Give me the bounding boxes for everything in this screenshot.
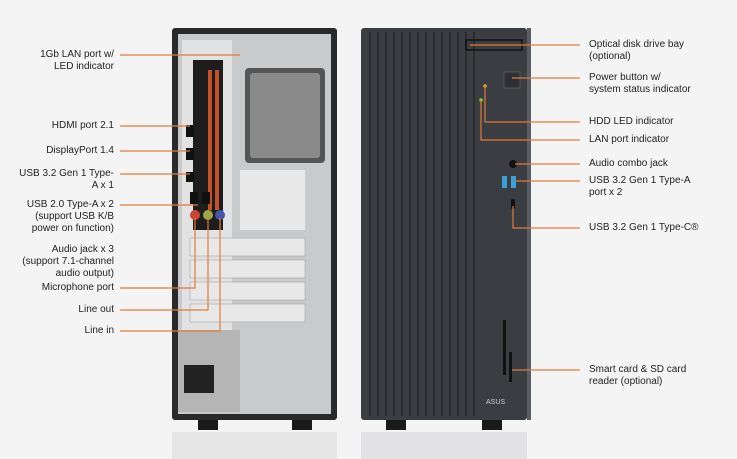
label-microphone: Microphone port [42, 282, 114, 294]
front-panel [361, 28, 531, 420]
label-audio-combo: Audio combo jack [589, 158, 668, 170]
label-line: USB 3.2 Gen 1 Type- [19, 168, 114, 179]
label-line: A x 1 [91, 180, 114, 191]
label-line-in: Line in [85, 325, 114, 337]
label-line: audio output) [55, 268, 114, 279]
label-line: (optional) [589, 51, 631, 62]
label-displayport: DisplayPort 1.4 [46, 145, 114, 157]
label-power-button: Power button w/system status indicator [589, 72, 691, 96]
label-lan-indicator: LAN port indicator [589, 134, 669, 146]
label-line: DisplayPort 1.4 [46, 145, 114, 156]
back-panel [172, 28, 337, 420]
label-line: Audio combo jack [589, 158, 668, 169]
label-line: Optical disk drive bay [589, 39, 685, 50]
label-line: Microphone port [41, 282, 114, 293]
label-line: Smart card & SD card [589, 364, 687, 375]
feet [198, 418, 502, 430]
label-line-out: Line out [78, 304, 114, 316]
label-usb32-rear: USB 3.2 Gen 1 Type-A x 1 [19, 168, 114, 192]
front-reflection [361, 432, 527, 459]
label-line: USB 3.2 Gen 1 Type-C® [589, 222, 699, 233]
label-lan-port: 1Gb LAN port w/LED indicator [40, 49, 114, 73]
label-line: Line out [78, 304, 114, 315]
callout-lines [120, 44, 580, 371]
front-logo: ASUS [486, 399, 505, 406]
label-line: Line in [84, 325, 114, 336]
label-line: power on function) [31, 223, 114, 234]
label-line: port x 2 [589, 187, 623, 198]
label-line: HDD LED indicator [589, 116, 674, 127]
label-line: HDMI port 2.1 [51, 120, 114, 131]
label-line: reader (optional) [589, 376, 663, 387]
label-hdmi: HDMI port 2.1 [52, 120, 114, 132]
label-line: system status indicator [589, 84, 691, 95]
label-line: Power button w/ [589, 72, 661, 83]
label-line: (support USB K/B [35, 211, 114, 222]
label-line: USB 3.2 Gen 1 Type-A [589, 175, 691, 186]
label-line: (support 7.1-channel [22, 256, 114, 267]
label-line: LAN port indicator [589, 134, 670, 145]
back-reflection [172, 432, 337, 459]
label-usb-c-front: USB 3.2 Gen 1 Type-C® [589, 222, 698, 234]
label-hdd-led: HDD LED indicator [589, 116, 673, 128]
label-line: USB 2.0 Type-A x 2 [26, 199, 114, 210]
label-line: 1Gb LAN port w/ [40, 49, 114, 60]
label-line: Audio jack x 3 [51, 244, 114, 255]
label-line: LED indicator [53, 61, 114, 72]
label-odd-bay: Optical disk drive bay(optional) [589, 39, 684, 63]
